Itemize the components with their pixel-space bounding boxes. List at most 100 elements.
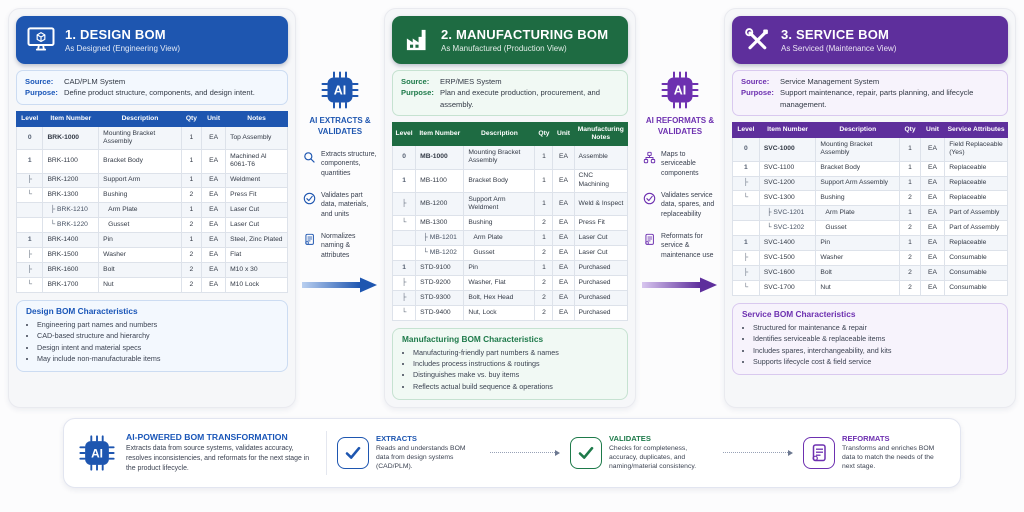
description-cell: Bracket Body — [815, 160, 901, 177]
check-icon — [337, 436, 369, 469]
column-header: Description — [463, 122, 536, 147]
connector-item-text: Normalizes naming & attributes — [321, 232, 356, 259]
description-cell: Support Arm Assembly — [815, 175, 901, 192]
service-characteristics-box: Service BOM Characteristics Structured f… — [732, 303, 1008, 375]
footer-description: Extracts data from source systems, valid… — [126, 445, 310, 472]
qty-cell: 1 — [180, 232, 203, 249]
column-header: Level — [391, 122, 417, 147]
notes-cell: Consumable — [944, 265, 1008, 282]
description-cell: Support Arm — [98, 172, 182, 189]
qty-cell: 1 — [180, 125, 203, 151]
design-bom-header-text: 1. DESIGN BOM As Designed (Engineering V… — [65, 27, 180, 53]
notes-cell: Replaceable — [944, 235, 1008, 252]
step-text: Reads and understands BOM data from desi… — [376, 444, 466, 471]
notes-cell: Laser Cut — [225, 202, 288, 219]
item-number-cell: └ SVC-1202 — [758, 220, 817, 237]
unit-cell: EA — [552, 275, 575, 292]
magnifier-icon — [303, 151, 316, 164]
panel-title: 1. DESIGN BOM — [65, 27, 166, 42]
notes-cell: Purchased — [573, 275, 629, 292]
characteristic-item: Structured for maintenance & repair — [753, 322, 998, 333]
notes-cell: Replaceable — [944, 160, 1008, 177]
characteristic-item: CAD-based structure and hierarchy — [37, 330, 278, 341]
description-cell: Gusset — [463, 245, 536, 262]
description-cell: Washer, Flat — [463, 275, 536, 292]
check-circle-icon — [643, 192, 656, 205]
item-number-cell: SVC-1700 — [758, 280, 817, 297]
notes-cell: Replaceable — [944, 175, 1008, 192]
qty-cell: 2 — [899, 265, 921, 282]
unit-cell: EA — [552, 168, 575, 193]
unit-cell: EA — [552, 230, 575, 247]
notes-cell: M10 Lock — [225, 277, 288, 294]
qty-cell: 2 — [180, 262, 203, 279]
service-bom-header: 3. SERVICE BOM As Serviced (Maintenance … — [732, 16, 1008, 64]
description-cell: Bracket Body — [98, 149, 182, 174]
notes-cell: Assemble — [573, 145, 629, 170]
unit-cell: EA — [201, 217, 227, 234]
level-cell: └ — [15, 187, 44, 204]
level-cell: 1 — [15, 232, 44, 249]
purpose-label: Purpose: — [741, 88, 774, 98]
item-number-cell: BRK-1200 — [42, 172, 100, 189]
characteristics-title: Service BOM Characteristics — [742, 309, 856, 320]
column-header: Item Number — [415, 122, 465, 147]
unit-cell: EA — [201, 125, 227, 151]
qty-cell: 2 — [534, 215, 554, 232]
unit-cell: EA — [919, 265, 946, 282]
column-header: Unit — [552, 122, 575, 147]
description-cell: Mounting Bracket Assembly — [815, 137, 901, 162]
qty-cell: 1 — [534, 230, 554, 247]
dotted-arrow-icon — [490, 449, 560, 456]
description-cell: Nut — [98, 277, 182, 294]
column-header: Level — [15, 110, 44, 127]
level-cell: 0 — [732, 137, 760, 162]
column-header: Unit — [919, 122, 946, 139]
characteristic-item: May include non-manufacturable items — [37, 353, 278, 364]
level-cell — [391, 245, 417, 262]
qty-cell: 1 — [180, 172, 203, 189]
unit-cell: EA — [552, 290, 575, 307]
divider — [326, 430, 327, 475]
footer-intro: AI-POWERED BOM TRANSFORMATION Extracts d… — [126, 432, 316, 473]
qty-cell: 2 — [180, 217, 203, 234]
design-bom-header: 1. DESIGN BOM As Designed (Engineering V… — [16, 16, 288, 64]
notes-cell: Weld & Inspect — [573, 191, 629, 217]
notes-cell: Purchased — [573, 305, 629, 322]
column-header: Unit — [201, 110, 227, 127]
unit-cell: EA — [919, 137, 946, 162]
description-cell: Bracket Body — [463, 168, 536, 193]
item-number-cell: BRK-1400 — [42, 232, 100, 249]
step-text: Transforms and enriches BOM data to matc… — [842, 444, 935, 471]
description-cell: Pin — [98, 232, 182, 249]
description-cell: Bolt — [815, 265, 901, 282]
qty-cell: 1 — [534, 191, 554, 217]
level-cell: └ — [391, 215, 417, 232]
validates-step: VALIDATES Checks for completeness, accur… — [570, 434, 713, 472]
purpose-label: Purpose: — [25, 88, 58, 98]
characteristic-item: Design intent and material specs — [37, 342, 278, 353]
item-number-cell: ├ MB-1201 — [415, 230, 465, 247]
ai-transformation-footer-bar: AI-POWERED BOM TRANSFORMATION Extracts d… — [63, 417, 961, 488]
dotted-arrow-icon — [723, 449, 793, 456]
service-bom-header-text: 3. SERVICE BOM As Serviced (Maintenance … — [781, 27, 896, 53]
document-icon — [643, 233, 656, 246]
level-cell: 1 — [15, 149, 44, 174]
ai-chip-icon — [78, 434, 116, 472]
connector-item-text: Validates part data, materials, and unit… — [321, 191, 369, 218]
unit-cell: EA — [201, 172, 227, 189]
qty-cell: 2 — [899, 250, 921, 267]
description-cell: Arm Plate — [98, 202, 182, 219]
description-cell: Arm Plate — [463, 230, 536, 247]
item-number-cell: STD-9200 — [415, 275, 465, 292]
item-number-cell: SVC-1200 — [758, 175, 817, 192]
level-cell: ├ — [391, 275, 417, 292]
